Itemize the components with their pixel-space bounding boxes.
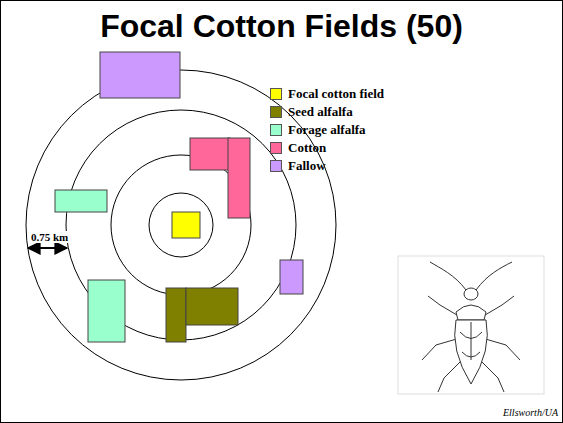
legend-text: Cotton	[288, 140, 326, 156]
legend-swatch	[270, 106, 282, 118]
fields	[55, 52, 303, 342]
legend-swatch	[270, 142, 282, 154]
legend-text: Focal cotton field	[288, 86, 384, 102]
slide-title: Focal Cotton Fields (50)	[100, 8, 463, 45]
legend-entry: Seed alfalfa	[270, 104, 353, 120]
legend-text: Seed alfalfa	[288, 104, 353, 120]
distance-label: 0.75 km	[30, 231, 69, 243]
legend-entry: Fallow	[270, 158, 326, 174]
credit-caption: Ellsworth/UA	[503, 407, 558, 418]
legend-entry: Forage alfalfa	[270, 122, 366, 138]
insect-illustration	[398, 256, 544, 394]
legend-text: Forage alfalfa	[288, 122, 366, 138]
legend-text: Fallow	[288, 158, 326, 174]
legend-entry: Focal cotton field	[270, 86, 384, 102]
distance-arrow	[28, 247, 67, 249]
legend-swatch	[270, 88, 282, 100]
legend-swatch	[270, 124, 282, 136]
legend-entry: Cotton	[270, 140, 326, 156]
legend-swatch	[270, 160, 282, 172]
